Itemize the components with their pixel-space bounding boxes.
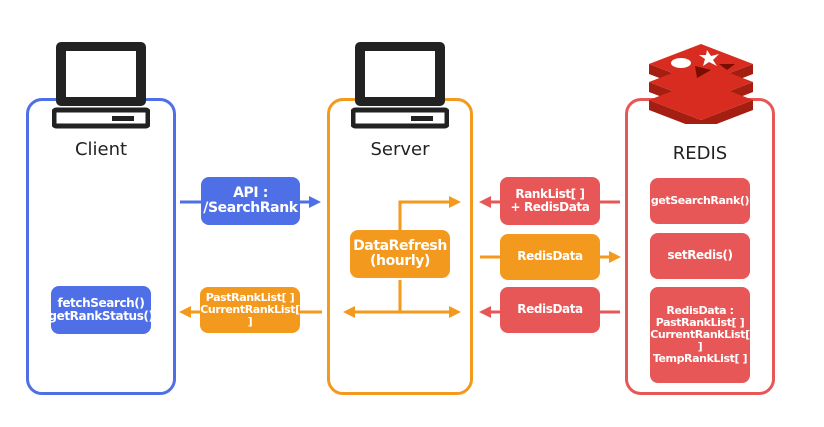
past-current-label: PastRankList[ ] CurrentRankList[ ]	[200, 287, 300, 333]
api-label: API : /SearchRank	[201, 177, 300, 225]
hourly-line: (hourly)	[370, 253, 430, 269]
ranklist-label: RankList[ ] + RedisData	[500, 177, 600, 225]
server-title: Server	[364, 139, 436, 160]
get-rank-status-line: getRankStatus()	[48, 309, 154, 323]
client-computer-icon	[52, 42, 150, 129]
past-ranklist-line: PastRankList[ ]	[205, 290, 295, 304]
redisdata-in-label: RedisData	[500, 287, 600, 333]
redis-data-box: RedisData : PastRankList[ ] CurrentRankL…	[650, 287, 750, 383]
api-label-line1: API :	[233, 184, 268, 201]
api-label-line2: /SearchRank	[203, 200, 298, 216]
ranklist-line1: RankList[ ]	[515, 186, 585, 201]
redisdata-out-label: RedisData	[500, 234, 600, 280]
fetch-search-line: fetchSearch()	[57, 295, 145, 310]
refresh-up-arrow	[398, 196, 461, 240]
redis-data-title: RedisData :	[666, 303, 734, 317]
current-ranklist-line: CurrentRankList[ ]	[200, 302, 300, 329]
server-computer-icon	[351, 42, 449, 129]
data-refresh-box: DataRefresh (hourly)	[350, 230, 450, 278]
client-title: Client	[68, 139, 134, 160]
temp-ranklist-item: TempRankList[ ]	[652, 352, 748, 366]
set-redis-box: setRedis()	[650, 233, 750, 279]
past-ranklist-item: PastRankList[ ]	[655, 315, 745, 329]
redis-title: REDIS	[666, 143, 734, 164]
redis-logo-icon	[649, 44, 753, 124]
current-ranklist-item: CurrentRankList[ ]	[650, 327, 750, 354]
ranklist-line2: + RedisData	[510, 200, 590, 214]
client-functions-box: fetchSearch() getRankStatus()	[48, 286, 154, 334]
data-refresh-line: DataRefresh	[353, 237, 447, 254]
get-search-rank-box: getSearchRank()	[650, 178, 750, 224]
